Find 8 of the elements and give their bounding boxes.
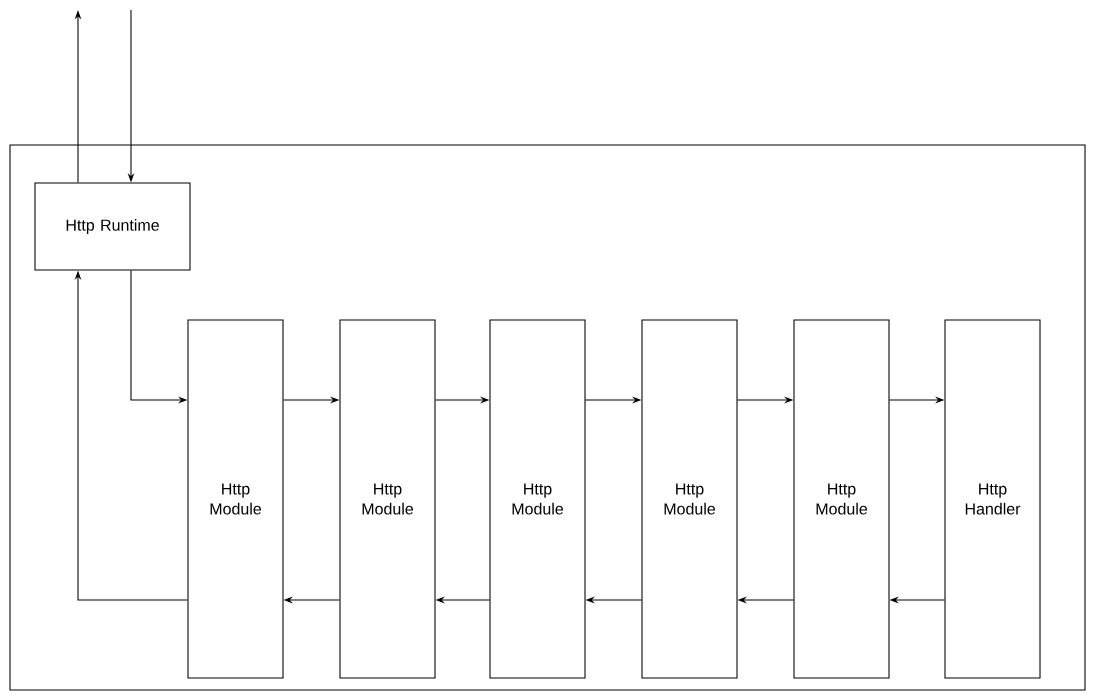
process-box: Http Handler <box>944 319 1041 679</box>
process-box: Http Module <box>793 319 890 679</box>
process-box: Http Module <box>641 319 738 679</box>
process-box: Http Module <box>489 319 586 679</box>
container-box <box>9 144 1086 691</box>
process-box: Http Module <box>339 319 436 679</box>
process-box: Http Module <box>187 319 284 679</box>
process-box: Http Runtime <box>34 182 191 271</box>
